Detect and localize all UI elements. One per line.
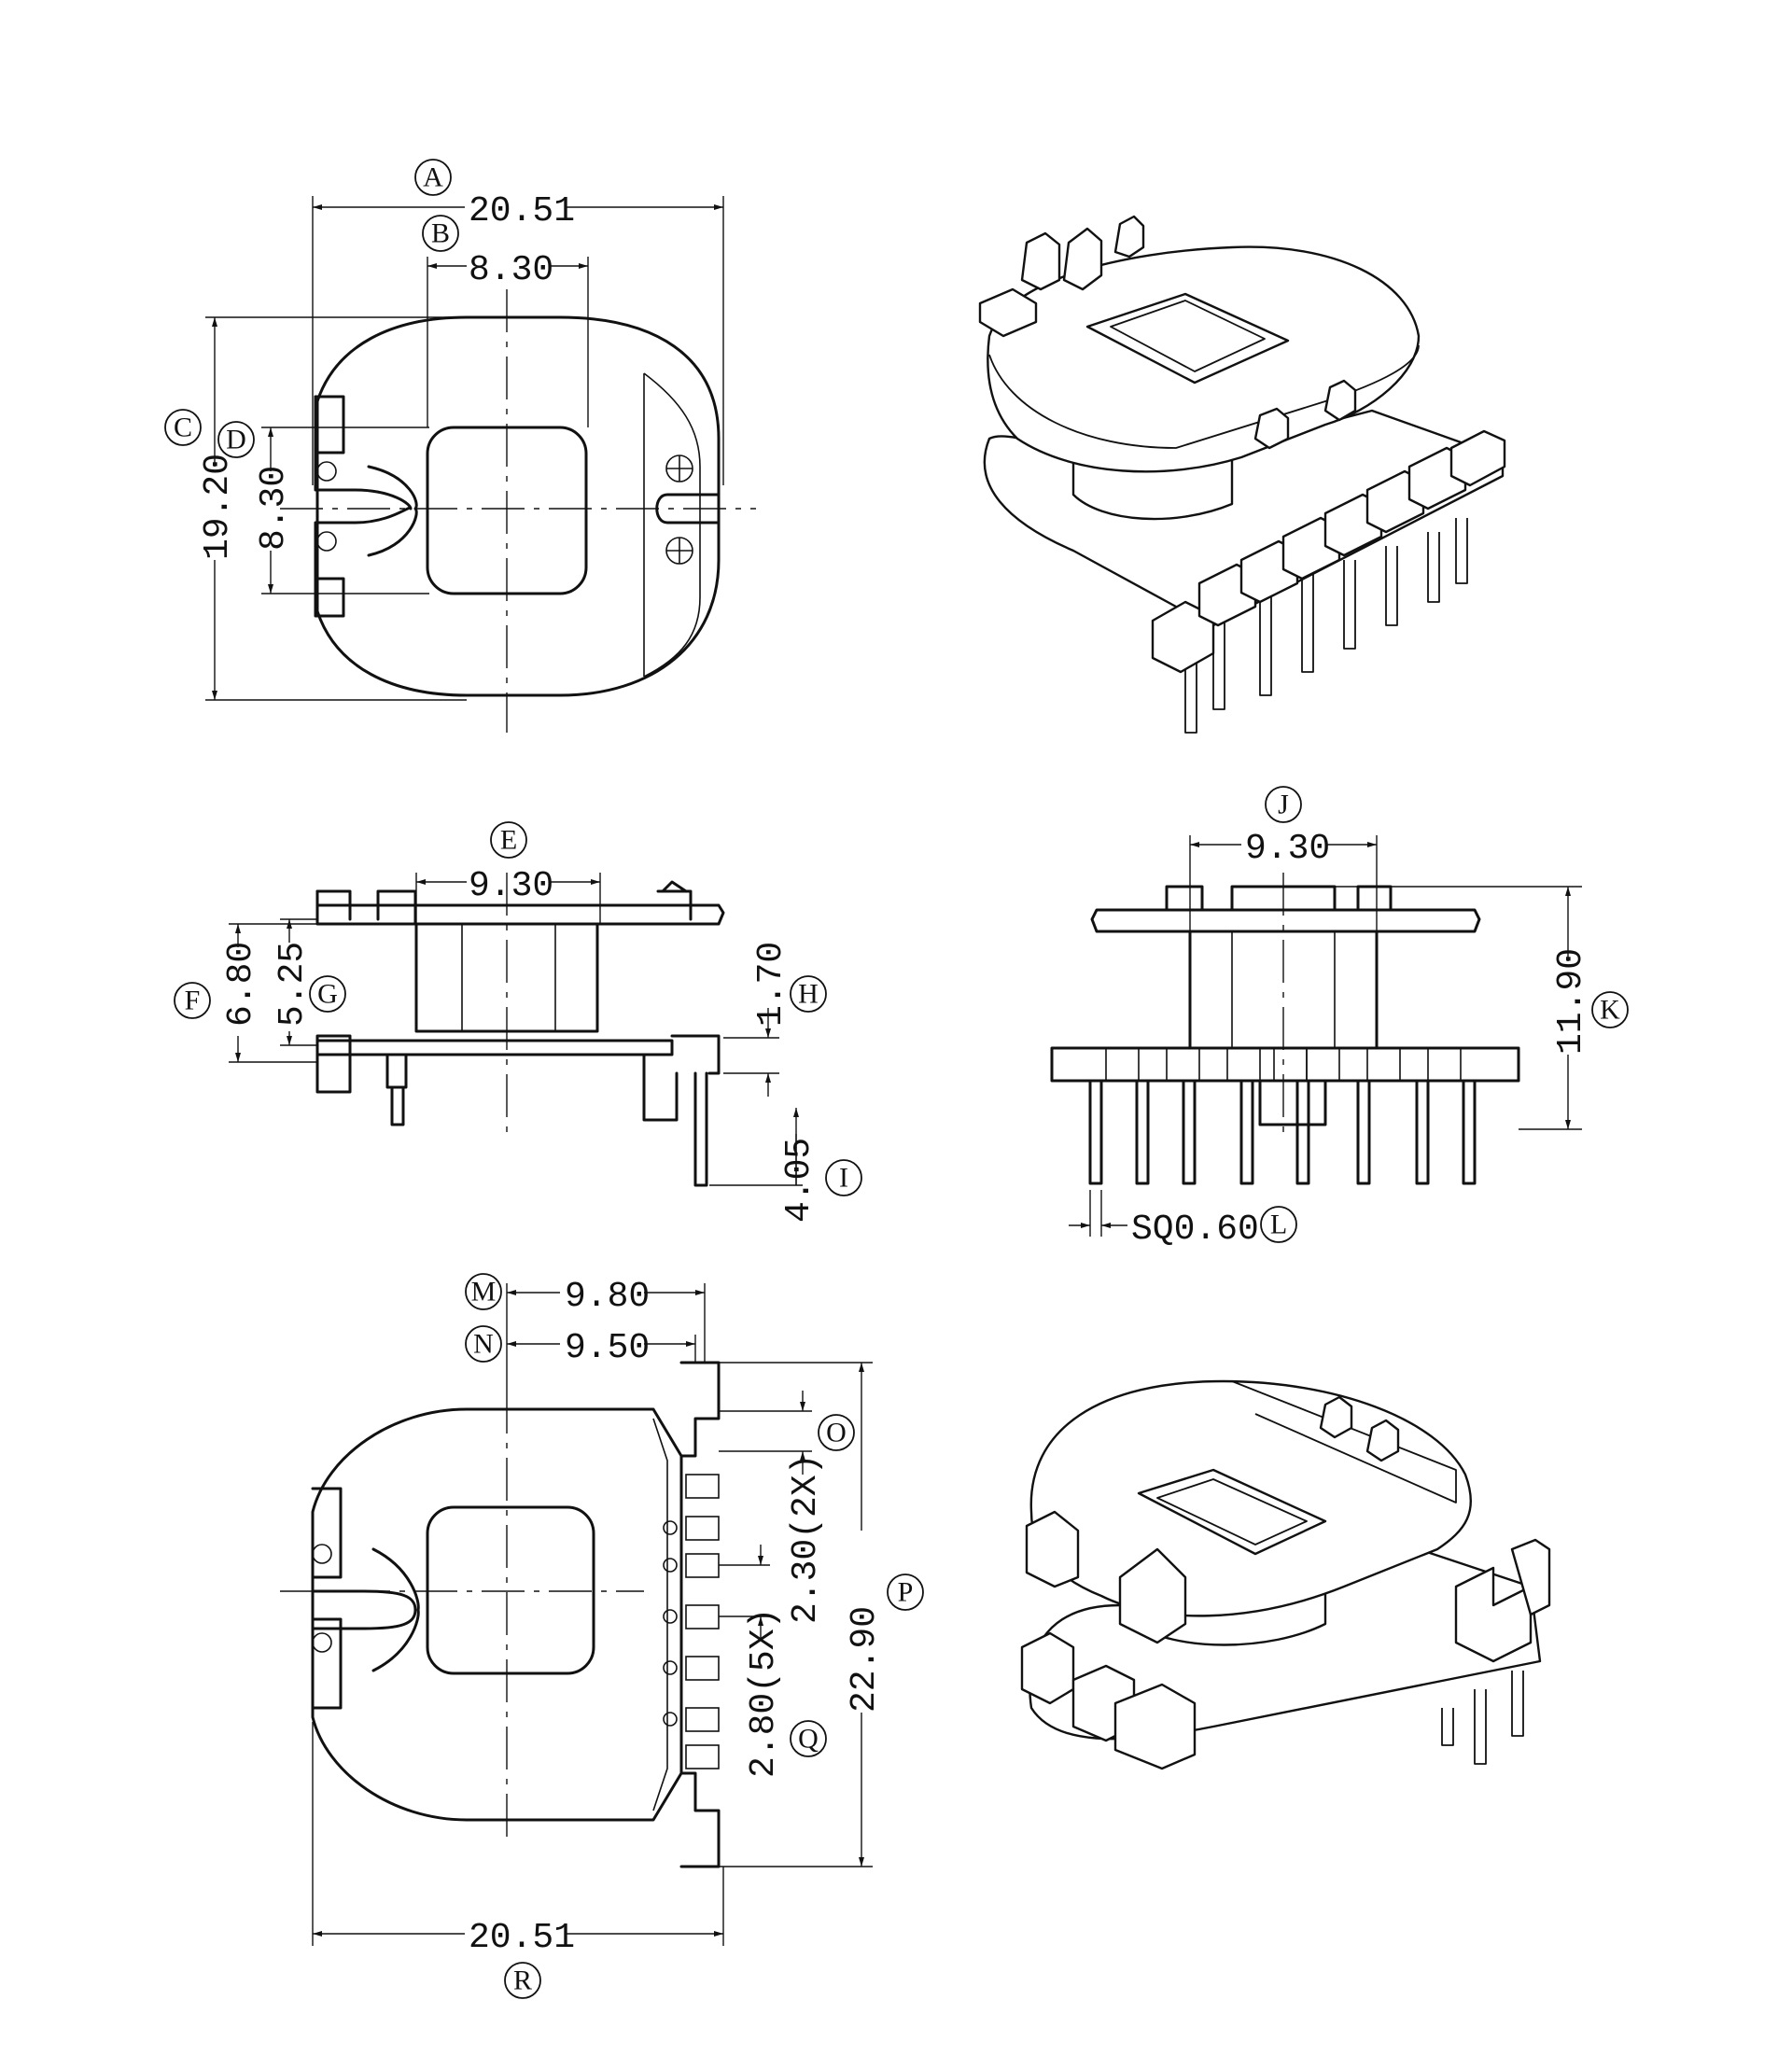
side-view: 9.30 E 6.80 F 5.25 G 1.70 H 4.05 I	[174, 821, 862, 1223]
dim-bottom-width: 20.51	[469, 1918, 575, 1958]
dim-core-width: 8.30	[469, 250, 553, 290]
dim-pin-row-offset-1: 9.80	[565, 1277, 650, 1317]
dim-top-width: 20.51	[469, 191, 575, 231]
dim-front-flange-width: 9.30	[1245, 829, 1330, 869]
label-D: D	[226, 425, 246, 455]
dim-flange-width-side: 9.30	[469, 866, 553, 906]
dim-pin-length-side: 4.05	[779, 1138, 819, 1223]
label-F: F	[185, 986, 201, 1016]
dim-overall-height: 11.90	[1551, 948, 1591, 1055]
label-O: O	[826, 1418, 847, 1448]
label-K: K	[1600, 995, 1620, 1026]
label-L: L	[1270, 1210, 1287, 1240]
dim-overall-length: 22.90	[845, 1606, 885, 1713]
dim-inner-height: 5.25	[273, 942, 313, 1027]
front-view: 9.30 J 11.90 K SQ0.60 L	[1050, 786, 1629, 1250]
label-P: P	[898, 1577, 914, 1608]
dim-flange-distance: 6.80	[221, 942, 261, 1027]
label-A: A	[423, 162, 443, 193]
label-R: R	[513, 1965, 532, 1996]
top-view: 20.51 A 8.30 B 19.20 C 8.30 D	[164, 159, 756, 733]
dim-base-thick: 1.70	[751, 942, 791, 1027]
label-N: N	[473, 1329, 494, 1360]
isometric-view-bottom	[1020, 1379, 1551, 1770]
label-J: J	[1278, 790, 1289, 820]
label-C: C	[174, 413, 192, 443]
isometric-view-top	[978, 215, 1506, 734]
dim-pitch-2x: 2.30(2X)	[786, 1454, 826, 1624]
label-H: H	[798, 979, 819, 1010]
label-M: M	[471, 1277, 497, 1308]
dim-pitch-5x: 2.80(5X)	[744, 1608, 784, 1778]
dim-core-height: 8.30	[254, 466, 294, 551]
dim-pin-row-offset-2: 9.50	[565, 1328, 650, 1368]
dim-pin-square: SQ0.60	[1131, 1210, 1259, 1250]
label-I: I	[839, 1163, 848, 1194]
label-E: E	[500, 825, 517, 856]
label-G: G	[317, 979, 338, 1010]
dim-height-total: 19.20	[198, 454, 238, 560]
bottom-view: 9.80 M 9.50 N 2.30(2X) O 22.90 P 2.80(5X…	[280, 1273, 924, 1999]
label-Q: Q	[798, 1724, 819, 1755]
label-B: B	[431, 218, 450, 249]
